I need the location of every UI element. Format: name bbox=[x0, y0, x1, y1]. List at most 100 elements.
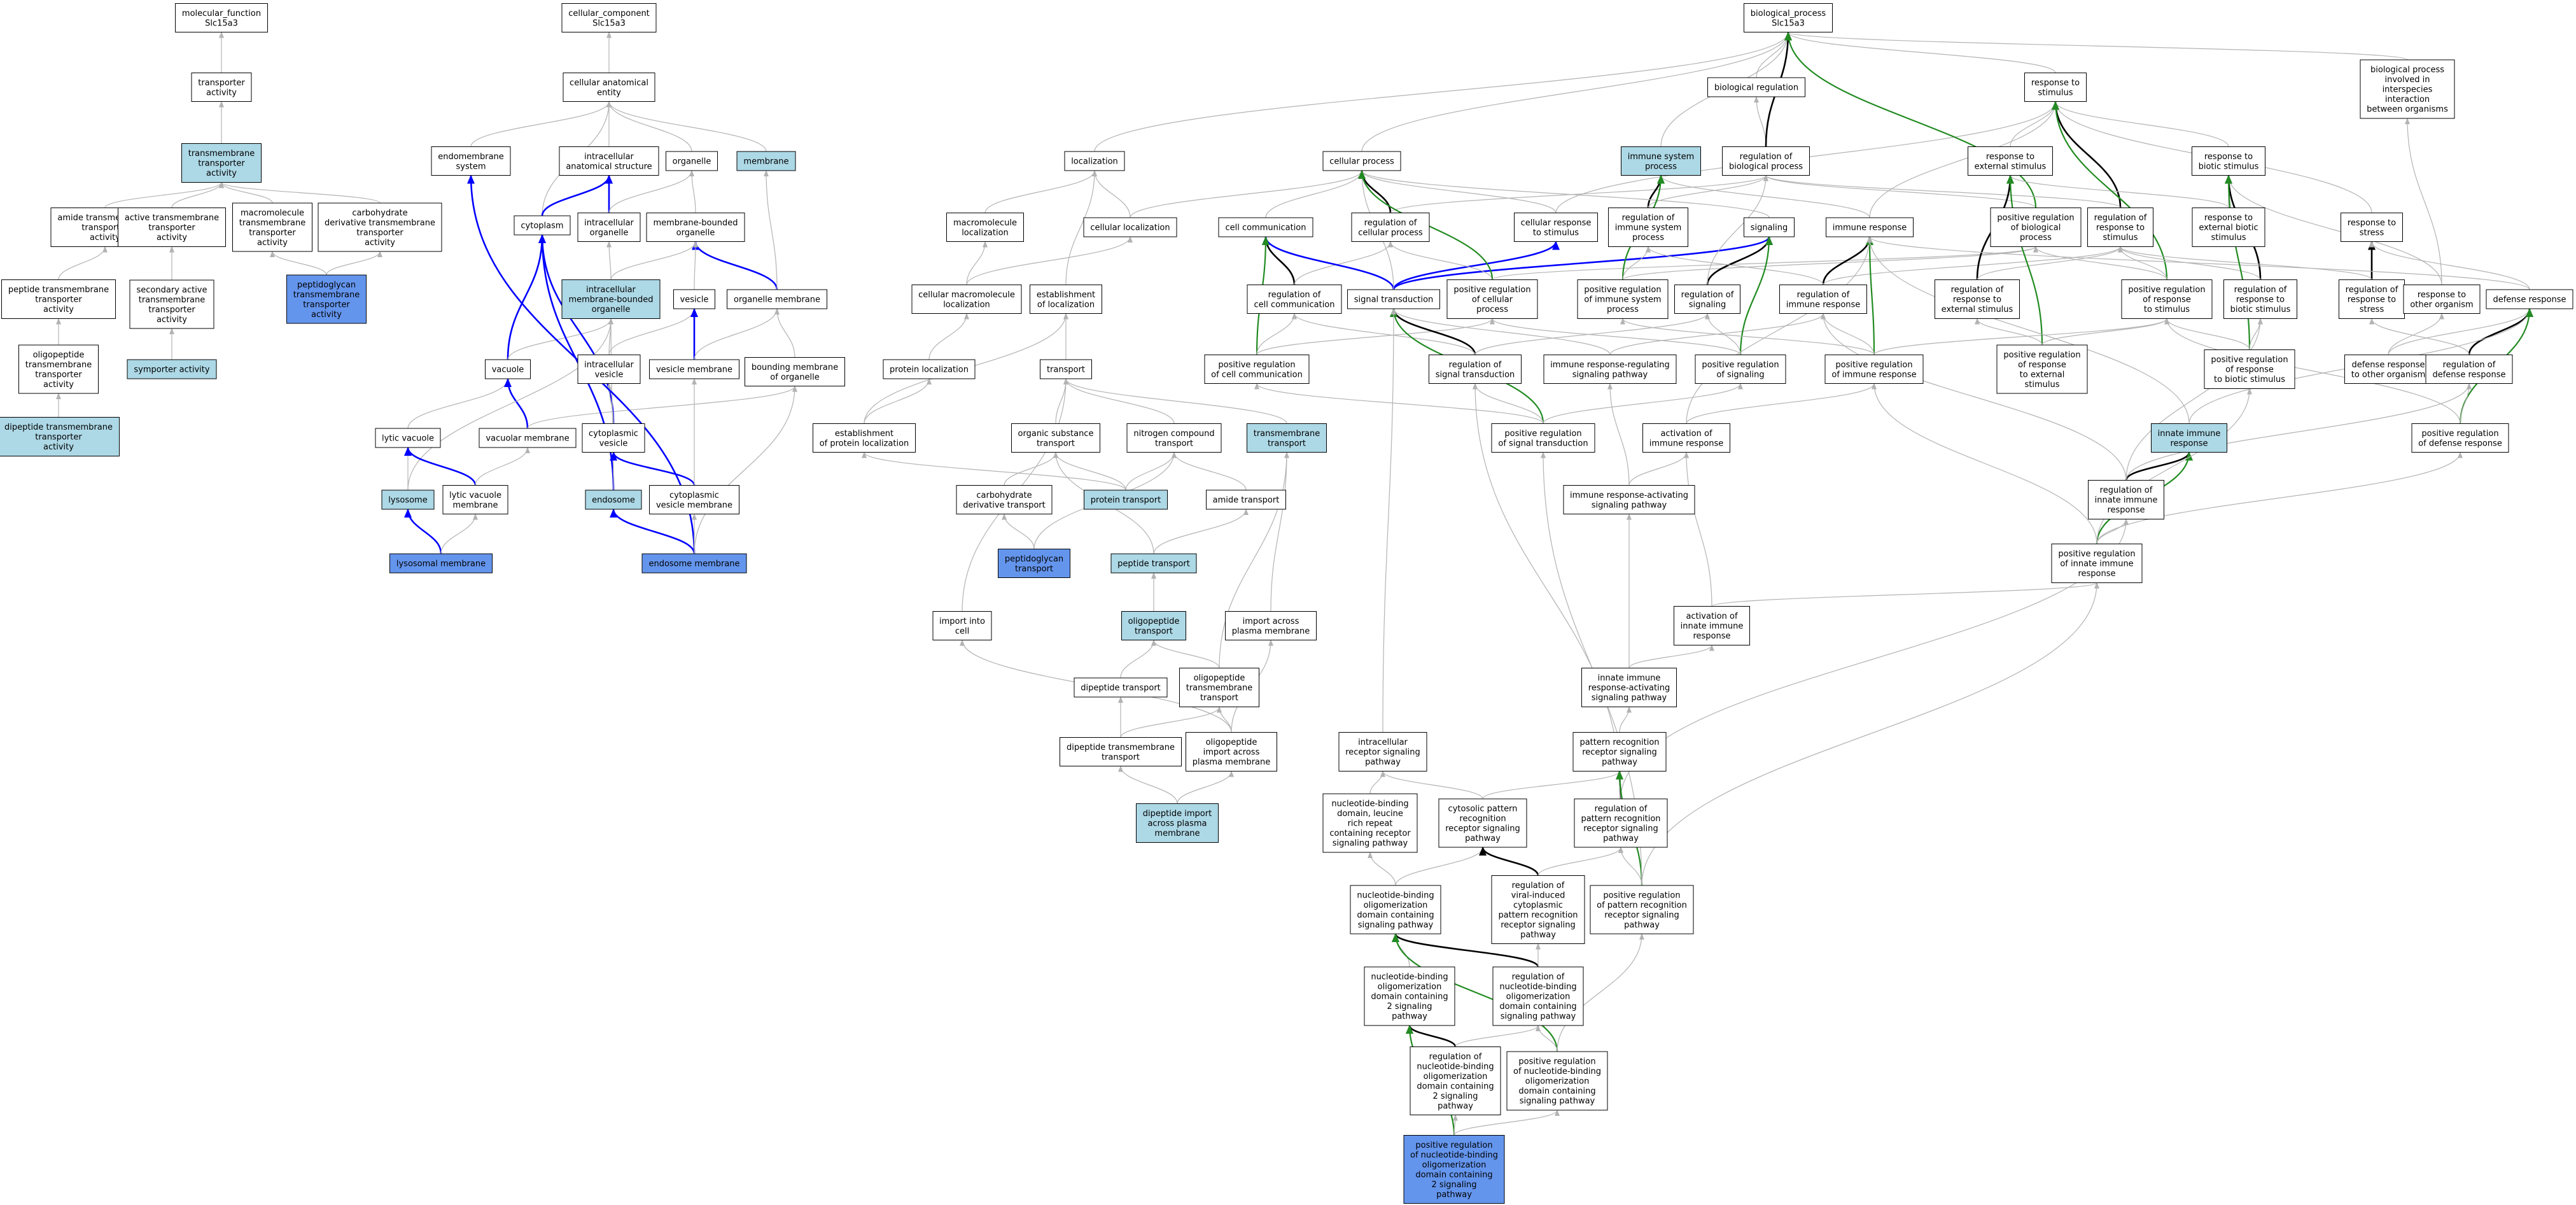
term-node-cyto[interactable]: cytoplasm bbox=[514, 215, 571, 236]
term-node-olta[interactable]: oligopeptidetransmembranetransporteracti… bbox=[18, 344, 99, 394]
term-node-om[interactable]: organelle membrane bbox=[727, 289, 827, 309]
term-node-tr[interactable]: transport bbox=[1040, 359, 1092, 379]
term-node-br[interactable]: biological regulation bbox=[1707, 77, 1805, 97]
term-node-pept[interactable]: peptide transport bbox=[1110, 553, 1197, 574]
term-node-rnod[interactable]: regulation ofnucleotide-bindingoligomeri… bbox=[1492, 966, 1584, 1026]
term-node-vm[interactable]: vesicle membrane bbox=[649, 359, 739, 379]
term-node-cp[interactable]: cellular process bbox=[1322, 151, 1401, 171]
term-node-endom[interactable]: endosome membrane bbox=[641, 553, 747, 574]
term-node-rnod2[interactable]: regulation ofnucleotide-bindingoligomeri… bbox=[1410, 1046, 1501, 1115]
term-node-lv[interactable]: lytic vacuole bbox=[375, 428, 441, 448]
term-node-ir[interactable]: immune response bbox=[1826, 217, 1914, 237]
term-node-nod2[interactable]: nucleotide-bindingoligomerizationdomain … bbox=[1364, 966, 1455, 1026]
term-node-mem[interactable]: membrane bbox=[736, 151, 796, 171]
term-node-org[interactable]: organelle bbox=[666, 151, 718, 171]
term-node-pgta[interactable]: peptidoglycantransmembranetransporteract… bbox=[286, 274, 367, 324]
term-node-dpta[interactable]: dipeptide transmembranetransporteractivi… bbox=[0, 417, 120, 456]
term-node-dr[interactable]: defense response bbox=[2486, 289, 2573, 309]
term-node-nodsp[interactable]: nucleotide-bindingoligomerizationdomain … bbox=[1350, 885, 1441, 934]
term-node-rvicp[interactable]: regulation ofviral-inducedcytoplasmicpat… bbox=[1491, 875, 1585, 944]
term-node-iirasp[interactable]: innate immuneresponse-activatingsignalin… bbox=[1581, 668, 1677, 707]
term-node-lysm[interactable]: lysosomal membrane bbox=[389, 553, 493, 574]
term-node-pt[interactable]: protein transport bbox=[1084, 490, 1168, 510]
term-node-sata[interactable]: secondary activetransmembranetransporter… bbox=[129, 279, 214, 329]
term-node-st[interactable]: signal transduction bbox=[1347, 289, 1440, 309]
term-node-cl[interactable]: cellular localization bbox=[1083, 217, 1177, 237]
term-node-sig[interactable]: signaling bbox=[1744, 217, 1795, 237]
term-node-ccom[interactable]: cell communication bbox=[1218, 217, 1313, 237]
term-node-sym[interactable]: symporter activity bbox=[127, 359, 217, 379]
term-node-loc[interactable]: localization bbox=[1064, 151, 1125, 171]
